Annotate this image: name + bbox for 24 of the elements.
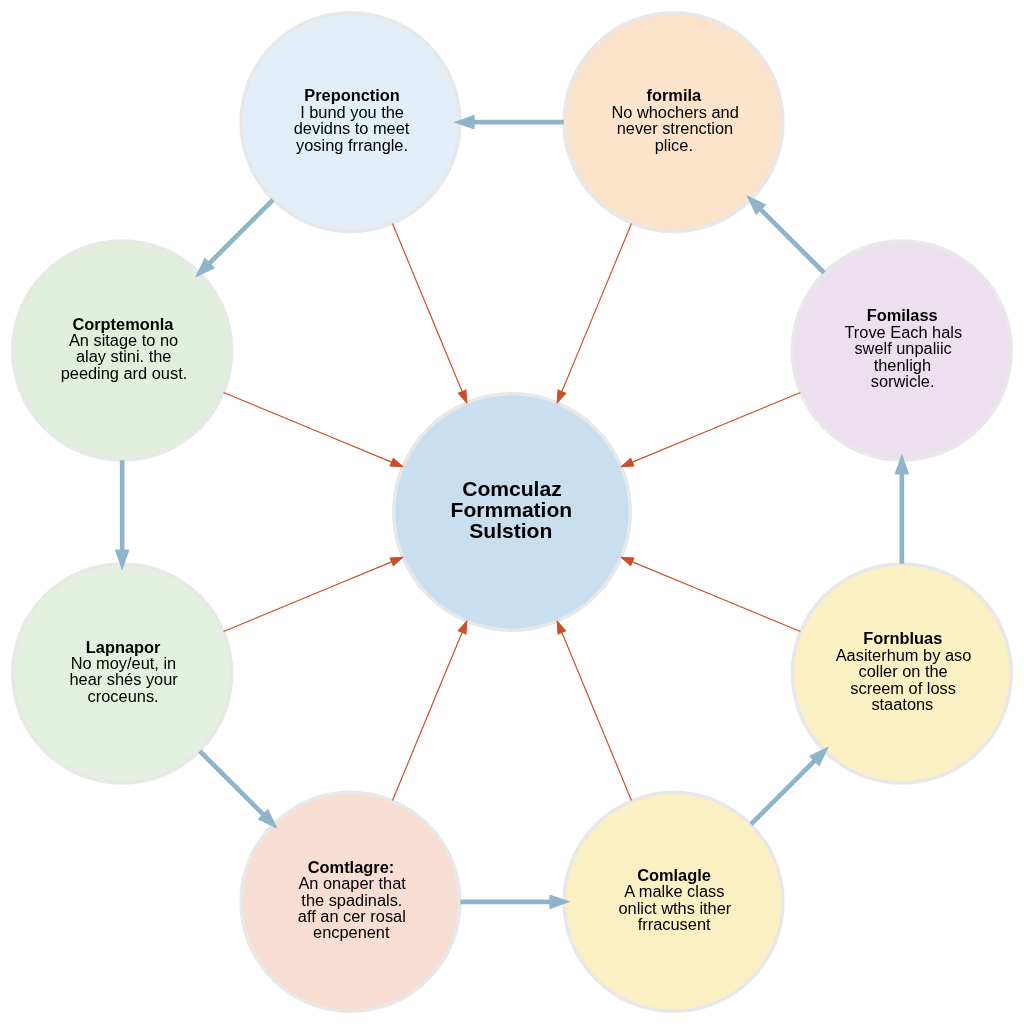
node-circle: Corptemonla An sitage to no alay stini. the peeding ard oust.	[10, 239, 234, 462]
node-circle: Lapnapor No moy/eut, in hear shés your croceuns.	[10, 562, 234, 785]
node-circle: Comlagle A malke class onlict wths ither frracusent	[562, 790, 785, 1014]
arrow	[223, 391, 405, 468]
arrow	[391, 619, 468, 801]
arrow	[453, 114, 564, 130]
arrow	[460, 894, 571, 910]
arrow	[194, 198, 275, 278]
node-circle: Comtlagre: An onaper that the spadinals. aff an cer rosal encpenent	[239, 790, 462, 1014]
arrow	[198, 749, 278, 830]
arrow	[894, 453, 910, 564]
node-circle: Fornbluas Aasiterhum by aso coller on the screem of loss staatons	[790, 562, 1014, 785]
arrow	[619, 391, 801, 468]
arrow	[556, 619, 633, 801]
node-circle: formila No whochers and never strenction plice.	[562, 10, 785, 234]
arrow	[223, 556, 405, 633]
arrow	[556, 223, 633, 405]
arrow	[746, 194, 826, 275]
arrow	[391, 223, 468, 405]
arrow	[749, 746, 830, 826]
arrow	[619, 556, 801, 633]
node-circle: Fomilass Trove Each hals swelf unpaliic thenligh sorwicle.	[790, 239, 1014, 462]
arrow	[114, 460, 130, 571]
node-circle: Preponction I bund you the devidns to meet yosing frrangle.	[239, 10, 462, 234]
